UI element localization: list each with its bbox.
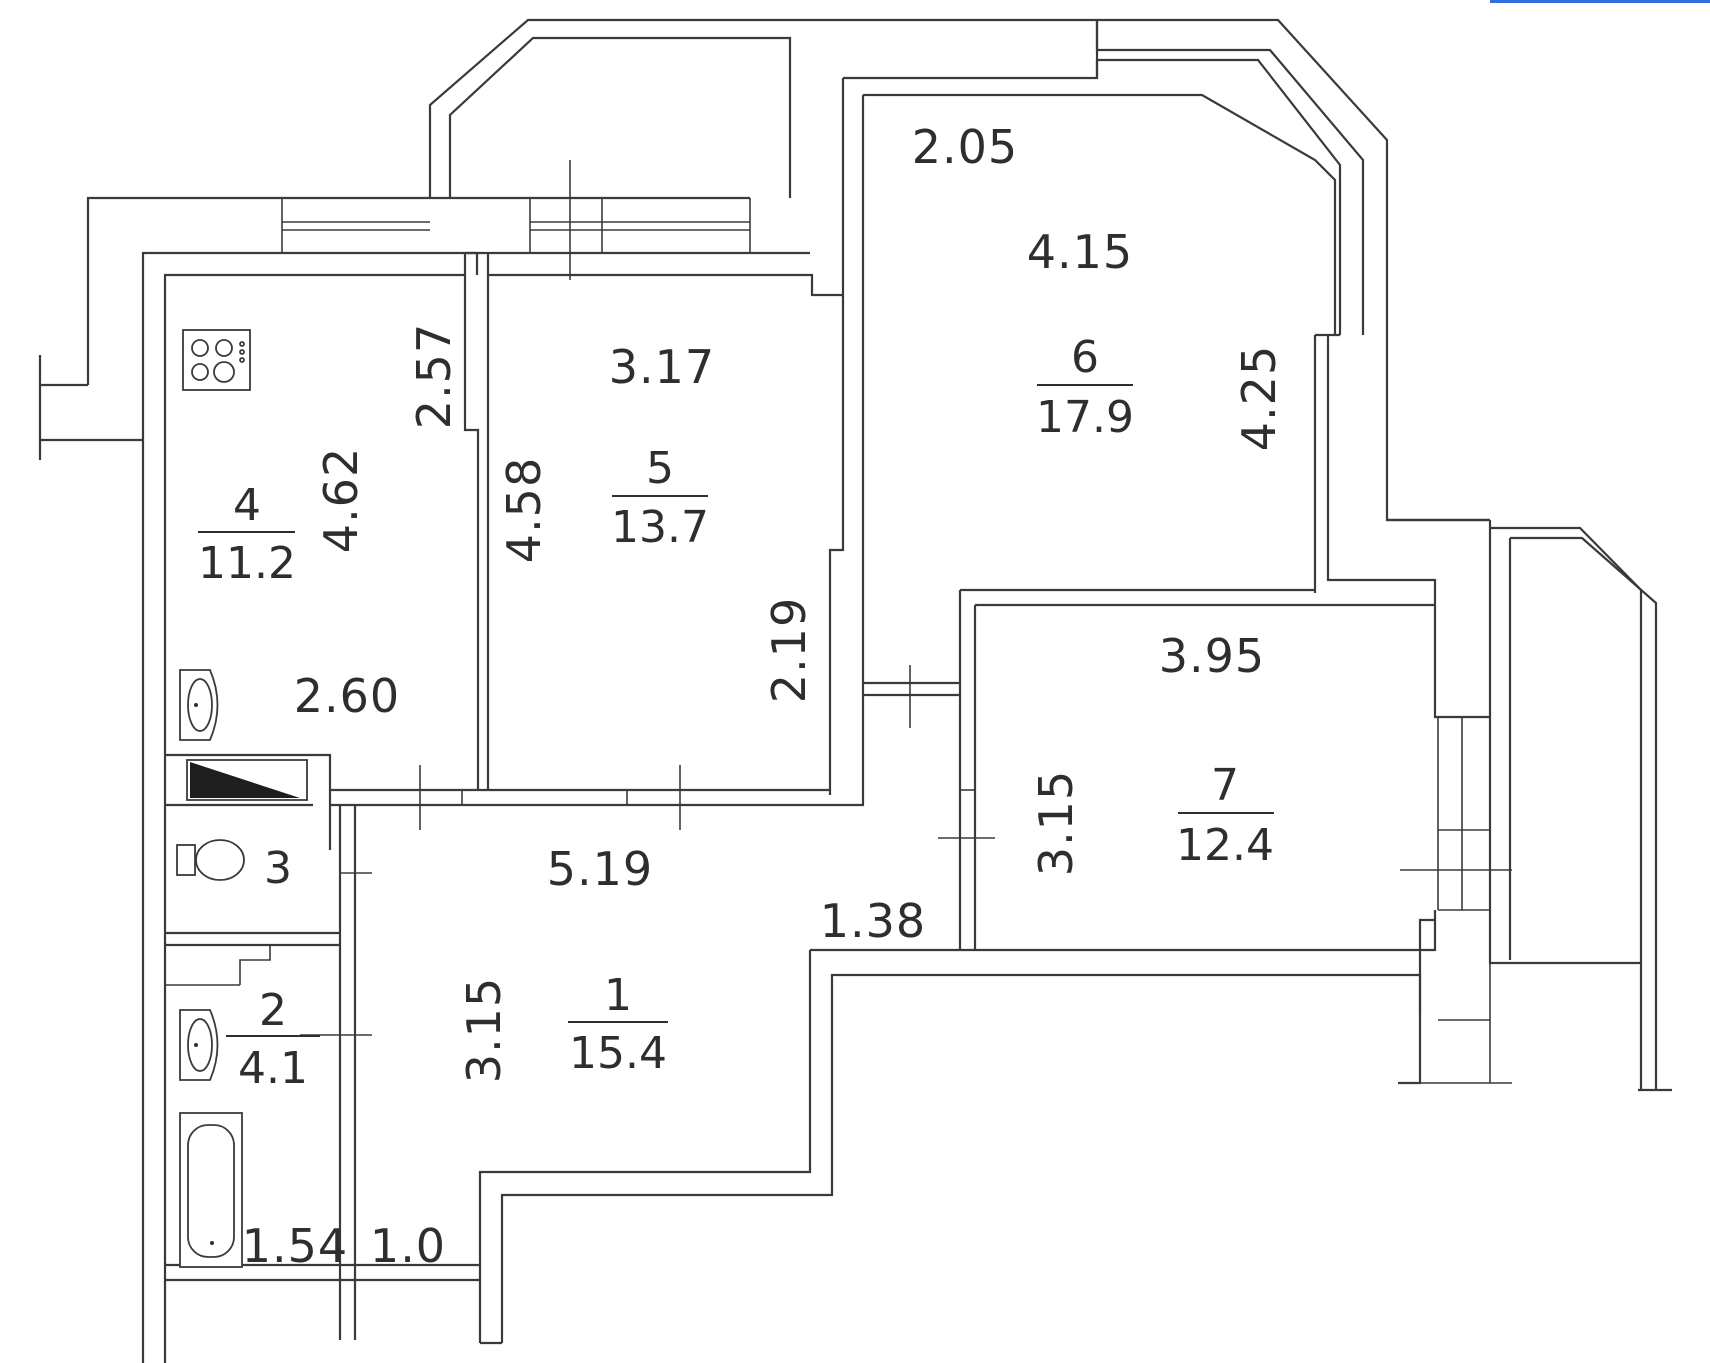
dim-1-0: 1.0 — [370, 1219, 446, 1273]
bathroom-sink-icon — [179, 1009, 219, 1081]
dim-1-54: 1.54 — [242, 1219, 348, 1273]
room-5-area: 13.7 — [611, 502, 709, 553]
dim-3-15-hall: 3.15 — [457, 977, 511, 1083]
room-1-number: 1 — [604, 970, 632, 1021]
room-1-area: 15.4 — [569, 1028, 667, 1079]
dim-3-95: 3.95 — [1159, 629, 1265, 683]
room-7-area: 12.4 — [1176, 820, 1274, 871]
exterior-walls — [38, 18, 1672, 1363]
room-2-area: 4.1 — [238, 1043, 308, 1094]
counter-icon — [186, 759, 308, 801]
dimension-labels: 2.05 4.15 4.25 3.17 2.57 4.58 4.62 2.19 … — [242, 120, 1286, 1273]
dim-2-57: 2.57 — [407, 323, 461, 429]
room-5-number: 5 — [646, 443, 674, 494]
dim-1-38: 1.38 — [820, 894, 926, 948]
room-1-label: 1 15.4 — [568, 970, 668, 1079]
room-2-label: 2 4.1 — [226, 985, 320, 1094]
room-7-label: 7 12.4 — [1176, 760, 1274, 871]
dim-5-19: 5.19 — [547, 842, 653, 896]
room-6-label: 6 17.9 — [1036, 332, 1134, 443]
room-2-number: 2 — [259, 985, 287, 1036]
room-3-number: 3 — [264, 843, 292, 894]
dim-2-60: 2.60 — [294, 669, 400, 723]
dim-4-58: 4.58 — [497, 457, 551, 563]
corner-accent-line — [1490, 0, 1710, 3]
room-3-label: 3 — [264, 843, 292, 894]
toilet-icon — [176, 839, 245, 881]
room-5-label: 5 13.7 — [611, 443, 709, 553]
room-6-area: 17.9 — [1036, 392, 1134, 443]
room-6-number: 6 — [1071, 332, 1099, 383]
interior-walls — [165, 251, 1435, 1340]
stove-icon — [182, 329, 251, 391]
dim-2-19: 2.19 — [762, 597, 816, 703]
dim-4-25: 4.25 — [1232, 345, 1286, 451]
dim-3-17: 3.17 — [609, 340, 715, 394]
room-4-number: 4 — [233, 480, 261, 531]
room-4-area: 11.2 — [198, 538, 296, 589]
dim-4-15: 4.15 — [1027, 225, 1133, 279]
dim-3-15-room7: 3.15 — [1029, 770, 1083, 876]
kitchen-sink-icon — [179, 669, 219, 741]
dim-4-62: 4.62 — [314, 447, 368, 553]
room-4-label: 4 11.2 — [198, 480, 296, 589]
dim-2-05: 2.05 — [912, 120, 1018, 174]
room-7-number: 7 — [1211, 760, 1239, 811]
bathtub-icon — [179, 1112, 243, 1268]
